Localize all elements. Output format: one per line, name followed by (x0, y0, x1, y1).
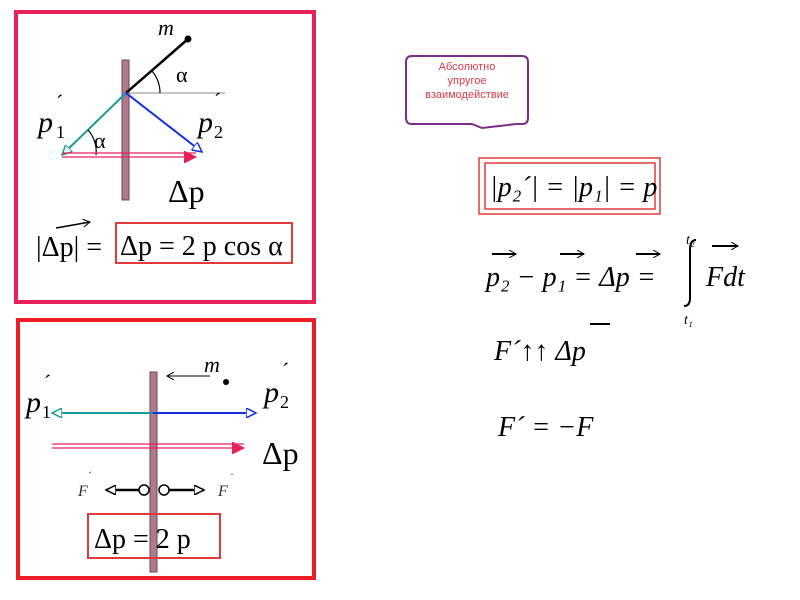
p1-label-bottom: p (24, 386, 41, 419)
top-formula-vector-arrow (55, 222, 90, 229)
integral-upper-limit: t₂ (686, 233, 695, 248)
eq1-inner-box (484, 162, 656, 210)
callout-line-3: взаимодействие (425, 89, 509, 101)
wall-plate-top (121, 59, 130, 201)
p2-vector-top (125, 92, 202, 152)
delta-p-label-bottom: Δp (262, 435, 299, 471)
callout-text: Абсолютно упругое взаимодействие (408, 60, 526, 102)
p2-label-top: p (196, 106, 213, 139)
integral-integrand: Fdt (705, 262, 746, 293)
force-left-origin (138, 484, 150, 496)
mass-point-bottom (223, 379, 229, 385)
equation-1: |p₂´| = |p₁| = p (490, 172, 657, 203)
eq1-outer-box (478, 157, 661, 215)
p1-sub-bottom: 1 (42, 402, 51, 422)
top-formula-box (115, 222, 293, 264)
delta-p-label-top: Δp (168, 173, 205, 209)
callout-line-1: Абсолютно (438, 61, 496, 73)
p2-sub-top: 2 (214, 122, 223, 142)
p1-vector-top (62, 92, 127, 155)
p1-label-top: p (36, 106, 53, 139)
integral-lower-limit: t₁ (684, 313, 693, 328)
callout-bubble (405, 55, 529, 130)
p2-prime-bottom: ´ (282, 358, 289, 383)
equation-3: F´↑↑ Δp (493, 336, 586, 367)
p1-sub-top: 1 (56, 122, 65, 142)
callout-line-2: упругое (447, 75, 487, 87)
bottom-formula-box (87, 513, 221, 559)
force-left-label: F (77, 483, 88, 500)
mass-label-bottom: m (204, 352, 220, 377)
p1-prime-bottom: ´ (44, 370, 51, 395)
p2-label-bottom: p (262, 376, 279, 409)
force-right-prime: · (230, 467, 234, 481)
force-right-label: F (217, 483, 228, 500)
equation-2-lhs: p₂ − p₁ = Δp = (484, 262, 656, 293)
bottom-diagram-frame (16, 318, 316, 580)
top-formula-lhs: |Δp| = (36, 232, 102, 263)
bottom-formula-boxed: Δp = 2 p (94, 524, 191, 555)
integral-sign (683, 239, 697, 307)
angle-label-lower: α (94, 128, 106, 153)
top-formula-boxed: Δp = 2 p cos α (120, 231, 283, 262)
angle-arc-upper (151, 70, 161, 94)
force-left-prime: ´ (88, 469, 92, 483)
angle-label-upper: α (176, 62, 188, 87)
force-right-origin (158, 484, 170, 496)
incoming-path (125, 38, 189, 94)
p2-prime-top: ´ (214, 88, 221, 113)
mass-point-top (184, 35, 192, 43)
mass-label-top: m (158, 15, 174, 40)
wall-plate-bottom (149, 371, 158, 573)
p1-prime-top: ´ (56, 90, 63, 115)
equation-4: F´ = −F (497, 412, 594, 443)
p2-sub-bottom: 2 (280, 392, 289, 412)
